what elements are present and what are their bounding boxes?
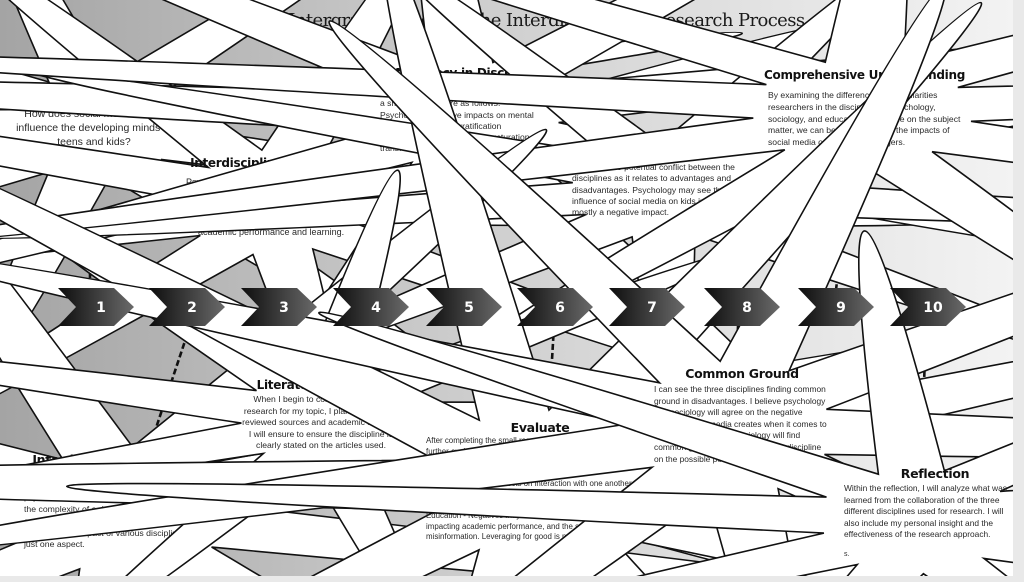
step-chevron-3: 3 xyxy=(241,288,317,326)
chevron-arrow-icon xyxy=(241,288,317,326)
cloud-shape xyxy=(65,230,1013,576)
step-number: 2 xyxy=(187,300,197,316)
cloud-outline xyxy=(0,0,1013,576)
step-chevron-10: 10 xyxy=(890,288,966,326)
diagram-canvas: 10 Steps Intergrated Model of the Interd… xyxy=(0,0,1013,576)
connector-line-step-6 xyxy=(547,325,556,411)
step-chevron-2: 2 xyxy=(149,288,225,326)
step-number: 6 xyxy=(555,300,565,316)
step-chevron-9: 9 xyxy=(798,288,874,326)
step-10-trailing-text: s. xyxy=(844,550,850,558)
chevron-arrow-icon xyxy=(149,288,225,326)
chevron-arrow-icon xyxy=(890,288,966,326)
chevron-arrow-icon xyxy=(609,288,685,326)
step-number: 7 xyxy=(647,300,657,316)
step-number: 4 xyxy=(371,300,381,316)
step-7-body: I can foresee potential conflict between… xyxy=(572,162,740,218)
connector-line-step-2 xyxy=(150,325,192,441)
cloud-shape xyxy=(0,0,1013,576)
chevron-arrow-icon xyxy=(704,288,780,326)
step-number: 9 xyxy=(836,300,846,316)
step-chevron-4: 4 xyxy=(333,288,409,326)
step-4-body: When I begin to conduct the literary res… xyxy=(242,394,400,451)
chevron-arrow-icon xyxy=(426,288,502,326)
step-chevron-8: 8 xyxy=(704,288,780,326)
step-number: 5 xyxy=(464,300,474,316)
step-10-title: Reflection xyxy=(900,466,970,481)
cloud-outline xyxy=(65,230,1013,576)
cloud-outline xyxy=(0,0,1013,366)
chevron-arrow-icon xyxy=(333,288,409,326)
step-10-body: Within the reflection, I will analyze wh… xyxy=(844,483,1007,540)
step-8-title: Common Ground xyxy=(685,366,799,381)
step-number: 8 xyxy=(742,300,752,316)
step-chevron-6: 6 xyxy=(517,288,593,326)
step-6-title: Evaluate xyxy=(510,420,570,435)
step-10-cloud: Reflection Within the reflection, I will… xyxy=(65,230,1013,576)
chevron-arrow-icon xyxy=(517,288,593,326)
step-number: 3 xyxy=(279,300,289,316)
chevron-arrow-icon xyxy=(58,288,134,326)
step-chevron-5: 5 xyxy=(426,288,502,326)
step-number: 1 xyxy=(96,300,106,316)
cloud-shape xyxy=(0,0,1013,366)
step-chevron-7: 7 xyxy=(609,288,685,326)
step-number: 10 xyxy=(923,300,943,316)
step-chevron-1: 1 xyxy=(58,288,134,326)
chevron-arrow-icon xyxy=(798,288,874,326)
